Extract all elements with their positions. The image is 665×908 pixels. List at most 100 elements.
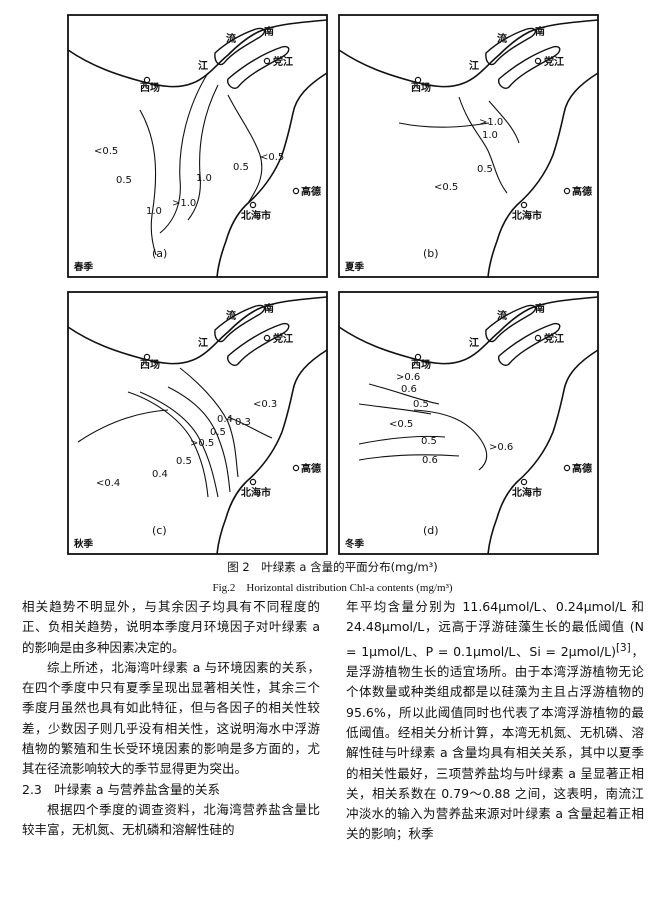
contour-line [398,122,490,128]
place-label-xichang: 西场 [411,358,431,371]
town-marker-icon [534,57,542,65]
town-marker-icon [292,187,300,195]
river-island [214,27,266,66]
place-label-dangjiang: 党江 [273,332,293,345]
contour-value-label: <0.5 [260,152,284,163]
town-marker-icon [263,334,271,342]
contour-value-label: 0.5 [176,456,192,467]
contour-value-label: 0.5 [421,436,437,447]
contour-line [488,100,520,144]
river-island [226,322,290,366]
map-frame [338,291,599,555]
town-marker-icon [249,478,257,486]
river-island [485,27,537,66]
contour-line [368,383,440,405]
contour-line [227,94,263,204]
town-marker-icon [563,464,571,472]
contour-line [458,96,508,194]
place-label-xichang: 西场 [140,358,160,371]
coastline-north [67,19,328,88]
place-label-gaode: 高德 [572,185,592,198]
river-island [497,45,561,89]
place-label-jiang: 江 [469,336,479,349]
paragraph: 年平均含量分别为 11.64μmol/L、0.24μmol/L 和 24.48μ… [346,597,644,845]
contour-line [139,391,219,498]
map-frame [67,14,328,278]
coastline-east [487,349,599,555]
contour-value-label: 0.5 [210,427,226,438]
season-label: 夏季 [344,261,365,273]
town-marker-icon [520,478,528,486]
place-label-nan: 南 [264,302,274,315]
river-island [226,45,290,89]
contour-line [358,403,432,415]
contour-value-label: <0.3 [253,399,277,410]
place-label-dangjiang: 党江 [273,55,293,68]
contour-value-label: 1.0 [146,206,162,217]
right-text-column: 年平均含量分别为 11.64μmol/L、0.24μmol/L 和 24.48μ… [346,597,644,845]
river-island [485,304,537,343]
place-label-dangjiang: 党江 [544,55,564,68]
figure-caption-zh: 图 2 叶绿素 a 含量的平面分布(mg/m³) [227,560,438,574]
river-island [497,322,561,366]
contour-line [127,391,209,498]
map-panel-b: 南流江党江西场高德北海市>1.01.00.5<0.5(b)夏季 [338,14,599,278]
contour-value-label: 0.5 [116,175,132,186]
panel-label: (a) [152,247,167,260]
coastline-east [216,72,328,278]
coastline-north [338,19,599,88]
season-label: 冬季 [345,538,365,550]
figure-caption-en: Fig.2 Horizontal distribution Chl-a cont… [212,582,453,594]
contour-value-label: >0.6 [396,372,420,383]
place-label-beihai: 北海市 [241,486,271,499]
place-label-jiang: 江 [198,336,208,349]
contour-value-label: <0.4 [96,478,120,489]
place-label-liu: 流 [226,309,236,322]
town-marker-icon [520,201,528,209]
panel-label: (b) [423,247,439,260]
place-label-jiang: 江 [469,59,479,72]
contour-line [358,435,446,445]
contour-value-label: 0.6 [401,384,417,395]
contour-value-label: >1.0 [172,198,196,209]
contour-value-label: 0.6 [422,455,438,466]
contour-line [167,386,231,493]
panel-label: (d) [423,524,439,537]
town-marker-icon [143,353,151,361]
panel-label: (c) [152,524,167,537]
contour-line [159,72,209,234]
place-label-beihai: 北海市 [512,486,542,499]
map-frame [67,291,328,555]
contour-value-label: 1.0 [482,130,498,141]
town-marker-icon [414,76,422,84]
contour-value-label: 1.0 [196,173,212,184]
contour-value-label: >0.5 [190,438,214,449]
contour-value-label: >0.6 [489,442,513,453]
contour-value-label: 0.5 [477,164,493,175]
paragraph: 综上所述，北海湾叶绿素 a 与环境因素的关系，在四个季度中只有夏季呈现出显著相关… [22,659,320,777]
town-marker-icon [563,187,571,195]
section-heading: 2.3 叶绿素 a 与营养盐含量的关系 [22,781,220,797]
paragraph-text: ，是浮游植物生长的适宜场所。由于本湾浮游植物无论个体数量或种类组成都是以硅藻为主… [346,643,644,842]
citation: [3] [615,641,631,654]
place-label-jiang: 江 [198,59,208,72]
map-frame [338,14,599,278]
place-label-liu: 流 [497,32,507,45]
contour-value-label: 0.4 [217,414,233,425]
map-panel-d: 南流江党江西场高德北海市>0.60.60.5<0.50.50.6>0.6(d)冬… [338,291,599,555]
left-text-column: 相关趋势不明显外，与其余因子均具有不同程度的正、负相关趋势，说明本季度月环境因子… [22,597,320,841]
contour-line [413,409,488,471]
place-label-gaode: 高德 [301,462,321,475]
contour-line [139,109,157,256]
town-marker-icon [414,353,422,361]
paragraph-text: 年平均含量分别为 11.64μmol/L、0.24μmol/L 和 24.48μ… [346,599,644,659]
place-label-xichang: 西场 [140,81,160,94]
contour-line [77,409,169,443]
contour-value-label: >1.0 [479,117,503,128]
contour-value-label: 0.5 [413,399,429,410]
contour-line [187,84,219,221]
contour-line [179,367,239,478]
town-marker-icon [534,334,542,342]
contour-line [358,454,460,461]
